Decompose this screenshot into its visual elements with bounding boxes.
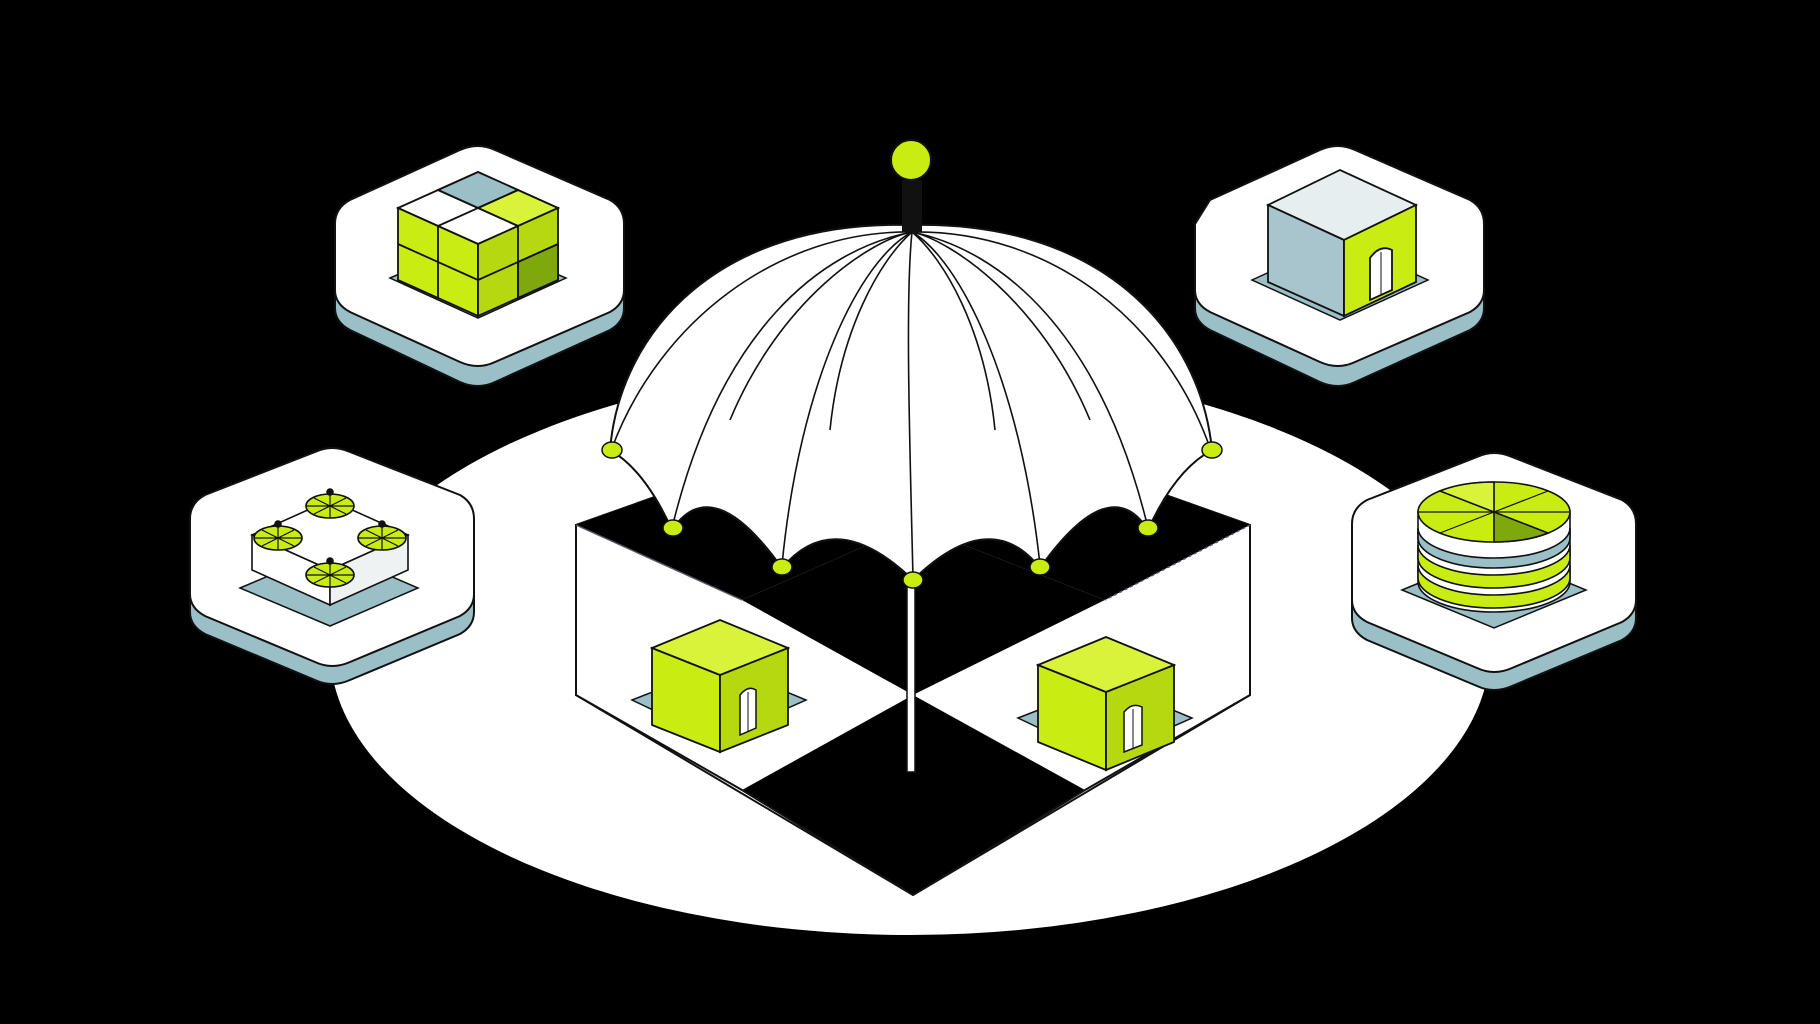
fan-cluster-icon: [250, 488, 410, 607]
grid-cube-icon: [395, 171, 561, 318]
inner-box-left: [630, 619, 808, 754]
umbrella-icon: [601, 139, 1223, 589]
inner-box-right: [1016, 636, 1194, 772]
tile-mid-right: [1351, 452, 1637, 691]
tile-top-right: [1194, 145, 1485, 387]
box-with-door-icon: [1265, 169, 1419, 318]
umbrella-shaft: [906, 559, 916, 773]
tile-top-left: [334, 145, 625, 387]
tile-mid-left: [189, 447, 475, 685]
database-stack-icon: [1417, 481, 1571, 613]
